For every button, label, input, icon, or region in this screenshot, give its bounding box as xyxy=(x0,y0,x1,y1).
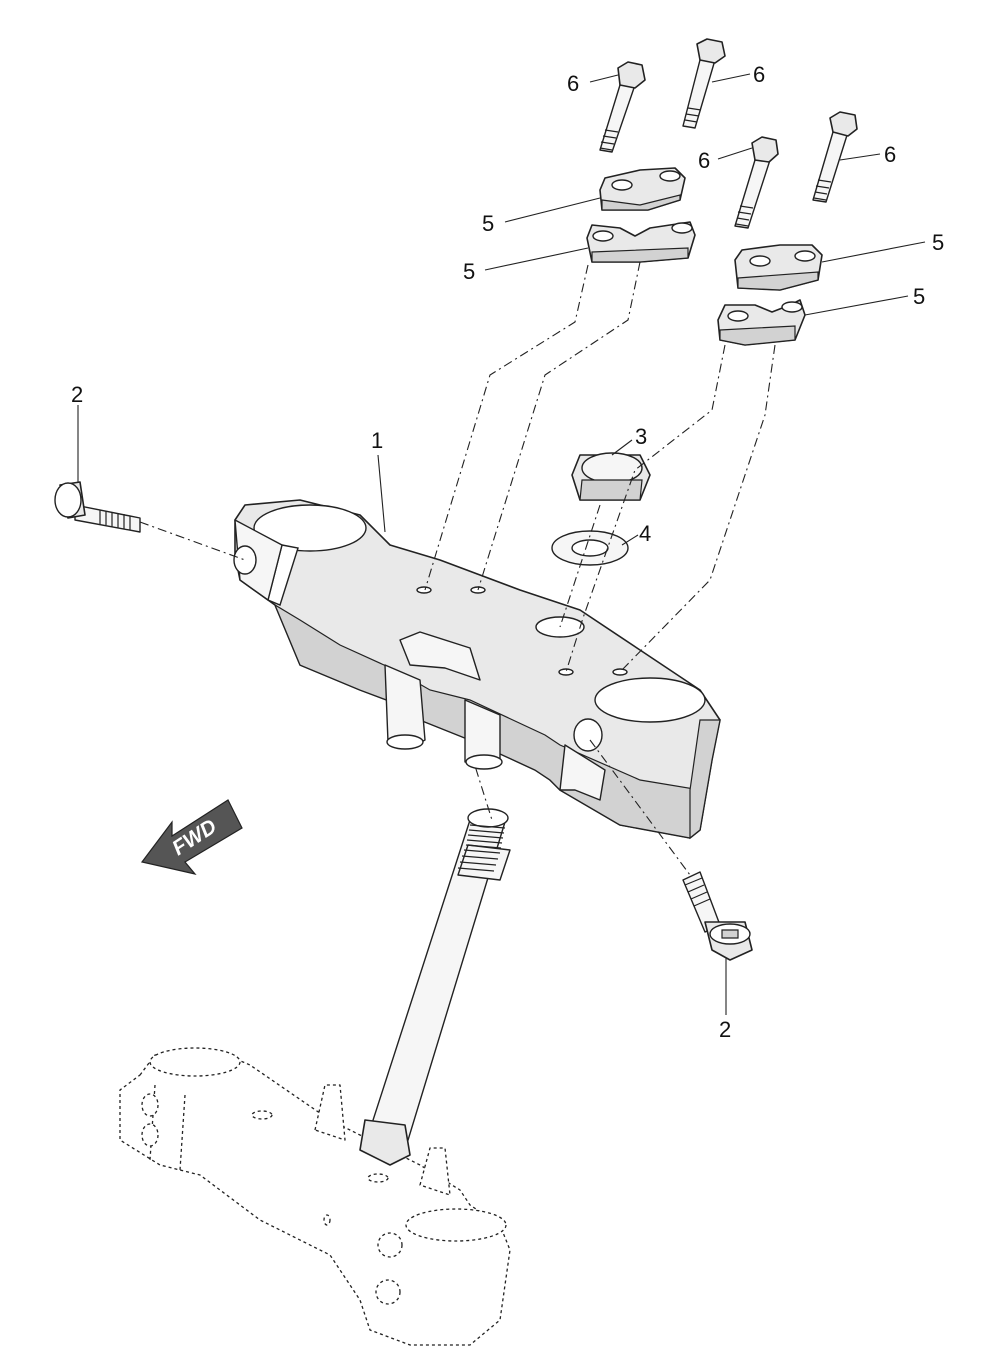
clamp-cap-bolt-1 xyxy=(599,61,646,153)
stem-threads xyxy=(457,824,506,872)
clamp-cap-bolt-4 xyxy=(812,111,858,203)
bolt-right-axis-line xyxy=(589,739,691,876)
upper-triple-clamp xyxy=(233,499,721,840)
callout-4: 4 xyxy=(639,521,651,546)
callout-6-d: 6 xyxy=(884,142,896,167)
callout-5-d: 5 xyxy=(913,284,925,309)
callout-5-a: 5 xyxy=(482,211,494,236)
callout-5-b: 5 xyxy=(463,259,475,284)
bolt-left-axis-line xyxy=(139,521,246,561)
callout-2-left: 2 xyxy=(71,382,83,407)
callout-1: 1 xyxy=(371,428,383,453)
forward-direction-arrow: FWD xyxy=(140,799,243,875)
stem-nut xyxy=(571,452,651,501)
handlebar-clamp-lower-right xyxy=(717,299,806,346)
clamp-cap-bolt-2 xyxy=(682,38,726,129)
clamp-cap-bolt-3 xyxy=(734,136,779,229)
clamp-bolt-left xyxy=(54,481,141,533)
stem-axis-line xyxy=(469,749,493,821)
callout-2-right: 2 xyxy=(719,1017,731,1042)
callout-6-b: 6 xyxy=(753,62,765,87)
handlebar-clamp-lower-left xyxy=(586,221,696,263)
callout-6-a: 6 xyxy=(567,71,579,96)
callout-3: 3 xyxy=(635,424,647,449)
lower-triple-clamp-phantom xyxy=(119,1047,511,1346)
handlebar-clamp-upper-right xyxy=(734,244,823,291)
steering-stem xyxy=(359,808,511,1166)
washer xyxy=(551,530,629,566)
nut-axis-line xyxy=(559,504,601,628)
callout-6-c: 6 xyxy=(698,148,710,173)
clamp-bolt-right xyxy=(682,871,753,961)
clamp-alignment-lines xyxy=(424,261,776,673)
callout-5-c: 5 xyxy=(932,230,944,255)
handlebar-clamp-upper-left xyxy=(599,167,686,211)
callout-leaders xyxy=(77,73,926,1015)
